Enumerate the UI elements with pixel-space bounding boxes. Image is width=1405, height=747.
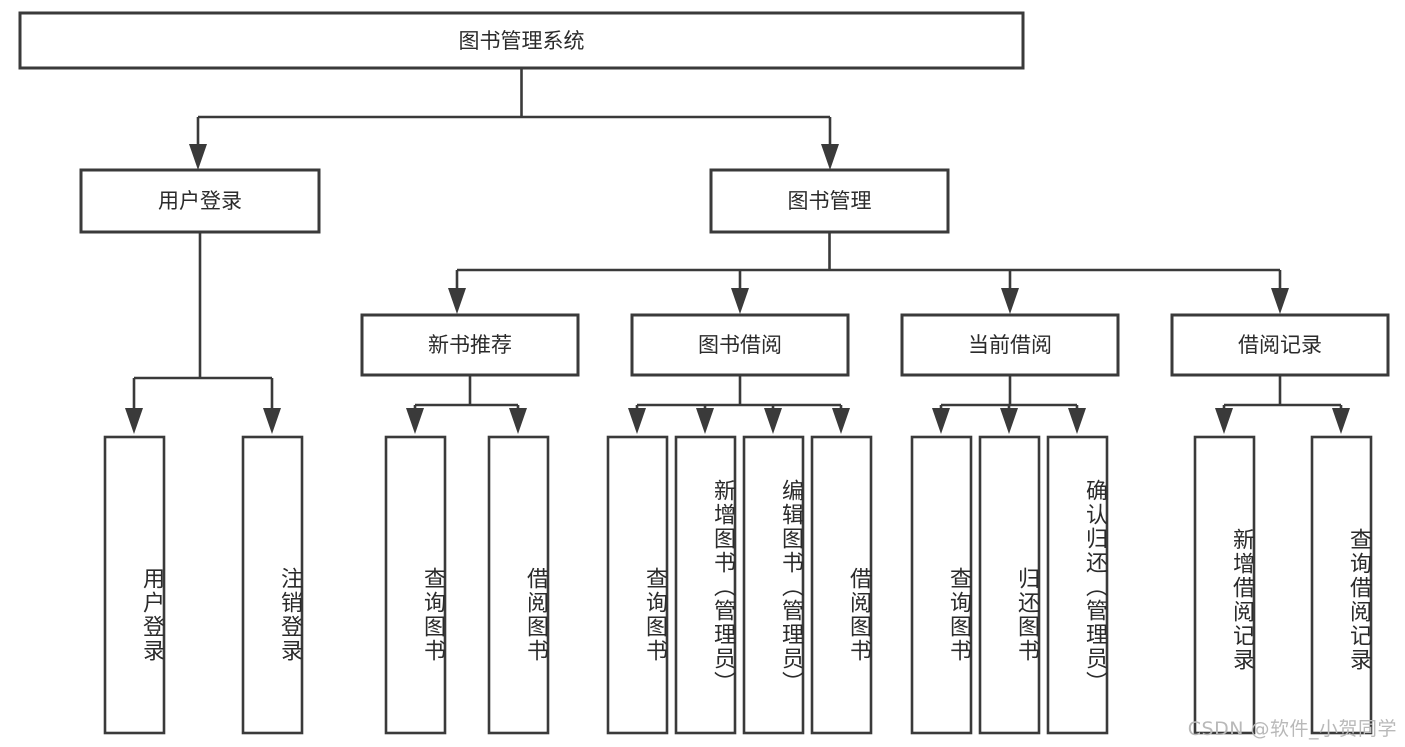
node-borrow-record-box[interactable] <box>1170 313 1390 377</box>
node-borrow-record-label: 借阅记录 <box>1238 333 1322 357</box>
node-book-manage-label: 图书管理 <box>788 189 872 213</box>
leaf-box-borrow-book-new[interactable] <box>487 435 550 735</box>
leaf-box-return-book[interactable] <box>978 435 1041 735</box>
node-current-borrow-box[interactable] <box>900 313 1120 377</box>
leaf-box-query-record[interactable] <box>1310 435 1373 735</box>
node-book-borrow-box[interactable] <box>630 313 850 377</box>
node-book-manage-box[interactable] <box>709 168 950 234</box>
leaf-box-edit-book[interactable] <box>742 435 805 735</box>
arrow-down-icon-user-login <box>189 144 207 170</box>
node-root-label: 图书管理系统 <box>459 29 585 53</box>
arrow-down-icon-leaf-logout <box>263 408 281 434</box>
arrow-down-icon-leaf-add-book <box>696 408 714 434</box>
leaf-box-logout[interactable] <box>241 435 304 735</box>
node-current-borrow-label: 当前借阅 <box>968 333 1052 357</box>
leaf-box-borrow-book[interactable] <box>810 435 873 735</box>
arrow-down-icon-new-book-rec <box>448 288 466 314</box>
arrow-down-icon-leaf-add-record <box>1215 408 1233 434</box>
arrow-down-icon-leaf-confirm-return <box>1068 408 1086 434</box>
arrow-down-icon-leaf-query-book-borrow <box>628 408 646 434</box>
arrow-down-icon-book-manage <box>821 144 839 170</box>
node-new-book-rec-label: 新书推荐 <box>428 333 512 357</box>
arrow-down-icon-leaf-user-login <box>125 408 143 434</box>
arrow-down-icon-current-borrow <box>1001 288 1019 314</box>
arrow-down-icon-leaf-return-book <box>1000 408 1018 434</box>
node-root-box[interactable] <box>18 11 1025 70</box>
leaf-box-query-book-borrow[interactable] <box>606 435 669 735</box>
arrow-down-icon-leaf-query-book-new <box>406 408 424 434</box>
node-user-login-label: 用户登录 <box>158 189 242 213</box>
leaf-box-query-book-new[interactable] <box>384 435 447 735</box>
leaf-box-query-book-current[interactable] <box>910 435 973 735</box>
node-new-book-rec-box[interactable] <box>360 313 580 377</box>
arrow-down-icon-leaf-query-book-current <box>932 408 950 434</box>
arrow-down-icon-book-borrow <box>731 288 749 314</box>
leaf-box-add-record[interactable] <box>1193 435 1256 735</box>
leaf-box-user-login[interactable] <box>103 435 166 735</box>
arrow-down-icon-leaf-borrow-book-new <box>509 408 527 434</box>
node-book-borrow-label: 图书借阅 <box>698 333 782 357</box>
arrow-down-icon-leaf-edit-book <box>764 408 782 434</box>
arrow-down-icon-leaf-borrow-book <box>832 408 850 434</box>
leaf-box-confirm-return[interactable] <box>1046 435 1109 735</box>
leaf-box-add-book[interactable] <box>674 435 737 735</box>
arrow-down-icon-leaf-query-record <box>1332 408 1350 434</box>
csdn-watermark: CSDN @软件_小贺同学 <box>1187 718 1397 740</box>
arrow-down-icon-borrow-record <box>1271 288 1289 314</box>
